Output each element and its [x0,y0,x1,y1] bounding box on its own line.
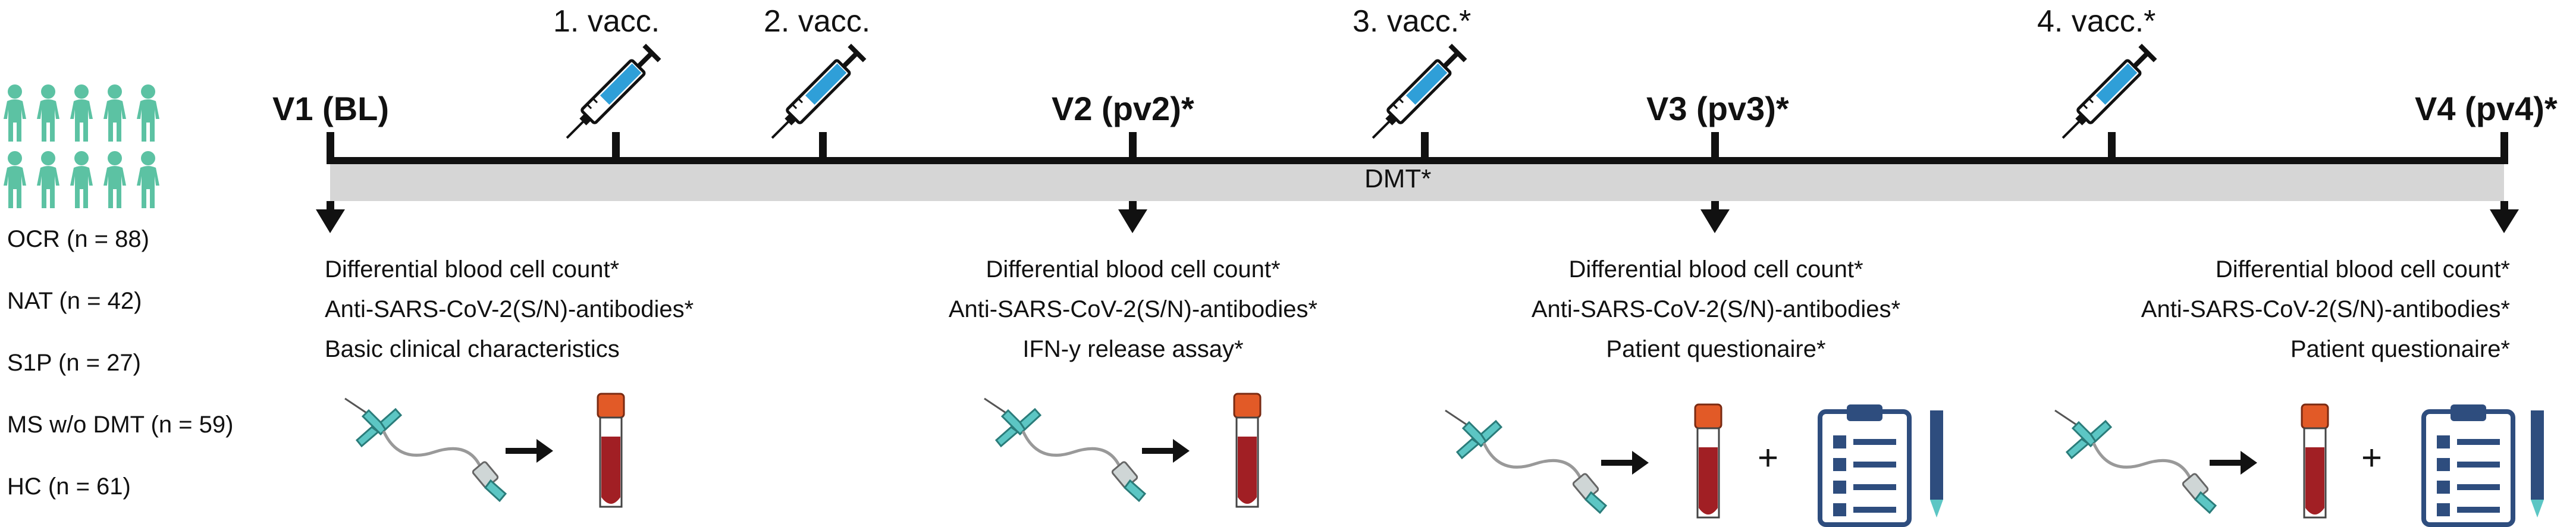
measurements-v1: Differential blood cell count* Anti-SARS… [325,250,694,369]
arrow-down-icon [1700,201,1730,233]
pencil-icon [1930,410,1943,517]
visit-tick-v1 [327,132,334,164]
arrow-down-icon [316,201,345,233]
vacc-tick-4 [2108,132,2116,164]
vacc-tick-1 [612,132,620,164]
butterfly-needle-icon [345,399,506,501]
dmt-bar [330,162,2504,201]
clipboard-icon [2424,404,2513,525]
measurement-item: Anti-SARS-CoV-2(S/N)-antibodies* [2141,296,2510,322]
measurements-v4: Differential blood cell count* Anti-SARS… [2034,250,2510,369]
plus-sign: + [1758,438,1779,478]
measurement-item: Differential blood cell count* [986,256,1281,283]
visit-label-v4: V4 (pv4)* [2415,90,2558,127]
measurement-item: IFN-y release assay* [1022,336,1244,362]
timeline-axis [330,157,2504,164]
measurement-item: Patient questionaire* [2290,336,2510,362]
group-label-hc: HC (n = 61) [7,473,131,500]
arrow-right-icon [506,439,553,463]
vacc-label-1: 1. vacc. [553,4,660,39]
vacc-label-2: 2. vacc. [764,4,871,39]
visit-label-v3: V3 (pv3)* [1646,90,1789,127]
arrow-right-icon [1142,439,1190,463]
group-label-nat: NAT (n = 42) [7,288,142,314]
plus-sign: + [2361,438,2383,478]
arrow-down-icon [2490,201,2519,233]
blood-tube-icon [597,393,625,508]
measurement-item: Anti-SARS-CoV-2(S/N)-antibodies* [325,296,694,322]
visit-label-v2: V2 (pv2)* [1052,90,1194,127]
measurement-item: Patient questionaire* [1606,336,1826,362]
butterfly-needle-icon [984,399,1145,501]
syringe-icon [2055,44,2157,146]
vacc-label-4: 4. vacc.* [2037,4,2156,39]
visit-label-v1: V1 (BL) [272,90,389,127]
pencil-icon [2531,410,2544,517]
dmt-label: DMT* [1364,164,1432,193]
visit-tick-v3 [1711,132,1719,164]
arrow-right-icon [1601,451,1649,475]
arrow-right-icon [2210,451,2257,475]
measurement-item: Anti-SARS-CoV-2(S/N)-antibodies* [948,296,1318,322]
arrow-down-icon [1118,201,1147,233]
syringe-icon [1365,44,1467,146]
syringe-icon [764,44,866,146]
vacc-label-3: 3. vacc.* [1353,4,1471,39]
measurement-item: Differential blood cell count* [2215,256,2510,283]
blood-tube-icon [1694,403,1722,519]
measurement-item: Differential blood cell count* [1568,256,1863,283]
group-label-ocr: OCR (n = 88) [7,226,149,252]
butterfly-needle-icon [1445,410,1606,513]
measurements-v2: Differential blood cell count* Anti-SARS… [895,250,1371,369]
blood-tube-icon [1233,393,1262,508]
group-label-s1p: S1P (n = 27) [7,350,141,376]
butterfly-needle-icon [2055,410,2216,513]
group-label-ms-without-dmt: MS w/o DMT (n = 59) [7,412,234,438]
measurement-item: Basic clinical characteristics [325,336,620,362]
visit-tick-v2 [1129,132,1137,164]
measurements-v3: Differential blood cell count* Anti-SARS… [1478,250,1954,369]
vacc-tick-3 [1421,132,1429,164]
measurement-item: Differential blood cell count* [325,256,620,283]
clipboard-icon [1820,404,1909,525]
vacc-tick-2 [819,132,827,164]
blood-tube-icon [2301,403,2329,519]
measurement-item: Anti-SARS-CoV-2(S/N)-antibodies* [1531,296,1901,322]
syringe-icon [559,44,661,146]
visit-tick-v4 [2500,132,2508,164]
